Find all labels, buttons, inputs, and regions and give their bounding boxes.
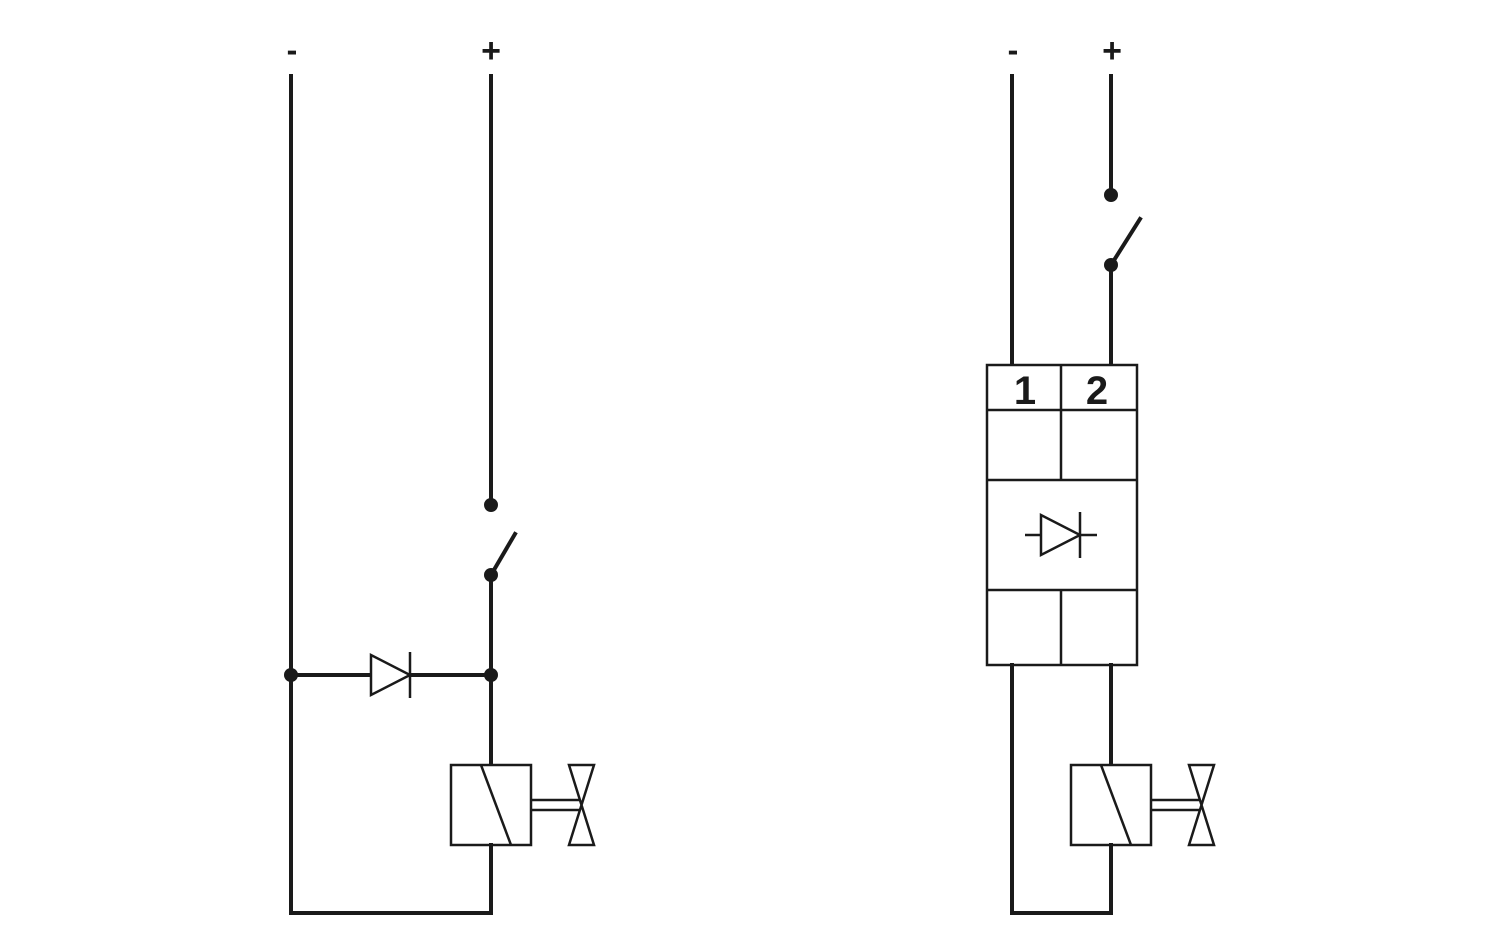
left-junction-plus bbox=[484, 668, 498, 682]
left-plus-label: + bbox=[481, 32, 501, 70]
left-junction-minus bbox=[284, 668, 298, 682]
left-circuit: - + bbox=[284, 32, 596, 915]
right-switch-icon bbox=[1104, 188, 1143, 272]
right-minus-label: - bbox=[1008, 32, 1019, 68]
right-solenoid-valve-icon bbox=[1069, 763, 1216, 847]
terminal-2-label: 2 bbox=[1086, 369, 1108, 413]
terminal-block-icon: 1 2 bbox=[985, 363, 1139, 667]
left-minus-label: - bbox=[287, 32, 298, 68]
terminal-1-label: 1 bbox=[1014, 369, 1036, 413]
right-plus-label: + bbox=[1102, 32, 1122, 70]
right-diode-icon bbox=[1025, 512, 1097, 558]
left-diode-icon bbox=[369, 652, 413, 698]
left-switch-icon bbox=[484, 498, 518, 582]
left-solenoid-valve-icon bbox=[449, 763, 596, 847]
right-circuit: - + 1 2 bbox=[985, 32, 1216, 915]
